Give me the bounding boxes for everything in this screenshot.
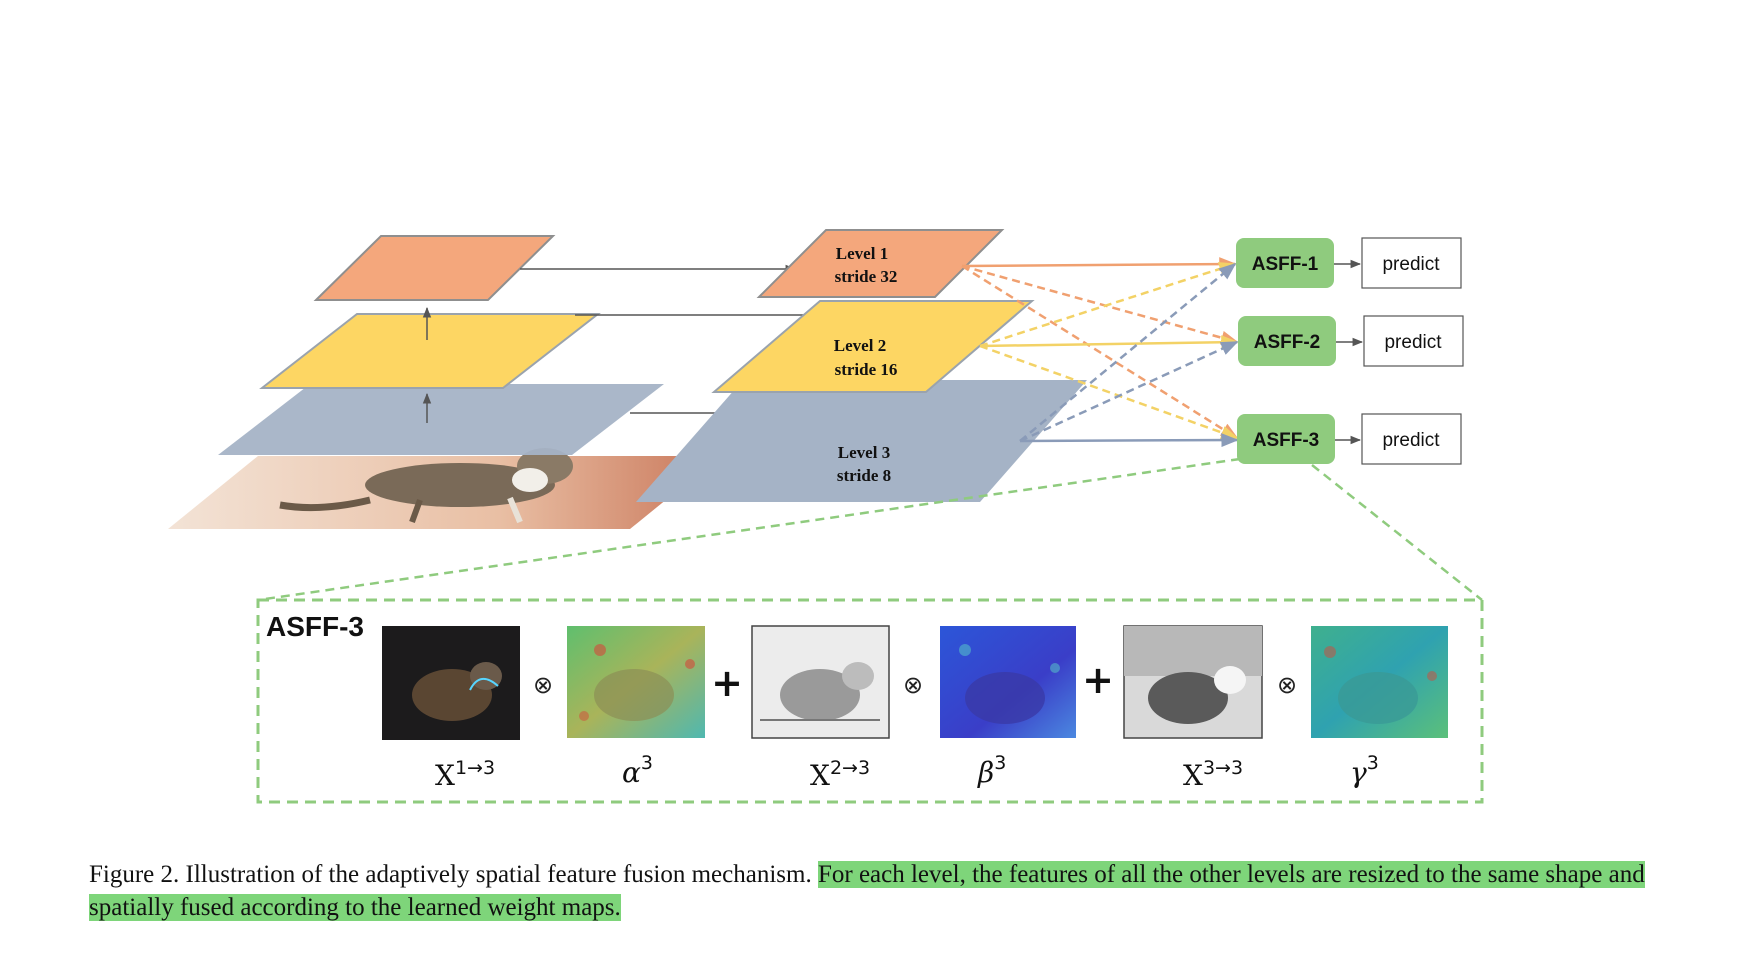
pyramid-level-1 [756, 229, 1005, 298]
symbol-gamma: γ3 [1350, 752, 1379, 789]
multiply-icon-1: ⊗ [533, 671, 553, 699]
asff-module-3: ASFF-3 [1237, 414, 1335, 464]
multiply-icon-2: ⊗ [903, 671, 923, 699]
backbone-layer-3 [218, 384, 664, 455]
figure-caption: Figure 2. Illustration of the adaptively… [89, 858, 1649, 924]
predict-arrows [1334, 259, 1364, 445]
symbol-x1: X1→3 [435, 757, 495, 792]
svg-text:ASFF-3: ASFF-3 [1253, 430, 1320, 451]
level-3-name: Level 3 [838, 443, 890, 462]
feature-map-x1 [382, 626, 520, 740]
level-2-stride: stride 16 [835, 360, 898, 379]
level-1-name: Level 1 [836, 244, 888, 263]
svg-text:predict: predict [1384, 332, 1442, 353]
weight-map-beta [940, 626, 1076, 738]
svg-text:predict: predict [1382, 430, 1440, 451]
predict-box-1: predict [1361, 237, 1462, 289]
detail-panel-title: ASFF-3 [266, 611, 364, 642]
plus-symbol-1: + [711, 661, 743, 705]
asff-module-1: ASFF-1 [1236, 238, 1334, 288]
backbone-layer-1 [313, 235, 556, 301]
backbone-layer-2 [259, 313, 601, 389]
caption-prefix: Figure 2. Illustration of the adaptively… [89, 861, 812, 888]
svg-text:predict: predict [1382, 254, 1440, 275]
cat-silhouette [279, 448, 573, 524]
feature-map-x2 [751, 625, 890, 739]
symbol-x2: X2→3 [810, 757, 870, 792]
fusion-arrows [961, 257, 1239, 448]
level-1-stride: stride 32 [835, 267, 898, 286]
feature-map-x3 [1123, 625, 1263, 739]
level-3-stride: stride 8 [837, 466, 891, 485]
asff-3-detail-panel: ASFF-3 ⊗ + ⊗ [256, 598, 1484, 804]
svg-text:ASFF-2: ASFF-2 [1254, 332, 1321, 353]
weight-map-gamma [1311, 626, 1448, 738]
svg-text:ASFF-1: ASFF-1 [1252, 254, 1319, 275]
predict-box-2: predict [1363, 315, 1464, 367]
symbol-x3: X3→3 [1183, 757, 1243, 792]
pyramid-level-3 [636, 380, 1087, 502]
symbol-alpha: α3 [622, 752, 653, 789]
backbone-stack [168, 235, 720, 529]
zoom-connectors [257, 457, 1483, 602]
predict-box-3: predict [1361, 413, 1462, 465]
multiply-icon-3: ⊗ [1277, 671, 1297, 699]
plus-symbol-2: + [1082, 658, 1114, 702]
asff-module-2: ASFF-2 [1238, 316, 1336, 366]
level-2-name: Level 2 [834, 336, 886, 355]
pyramid-level-2 [711, 300, 1035, 393]
feature-pyramid: Level 1 stride 32 Level 2 stride 16 Leve… [636, 229, 1087, 502]
symbol-beta: β3 [977, 752, 1006, 789]
weight-map-alpha [567, 626, 705, 738]
